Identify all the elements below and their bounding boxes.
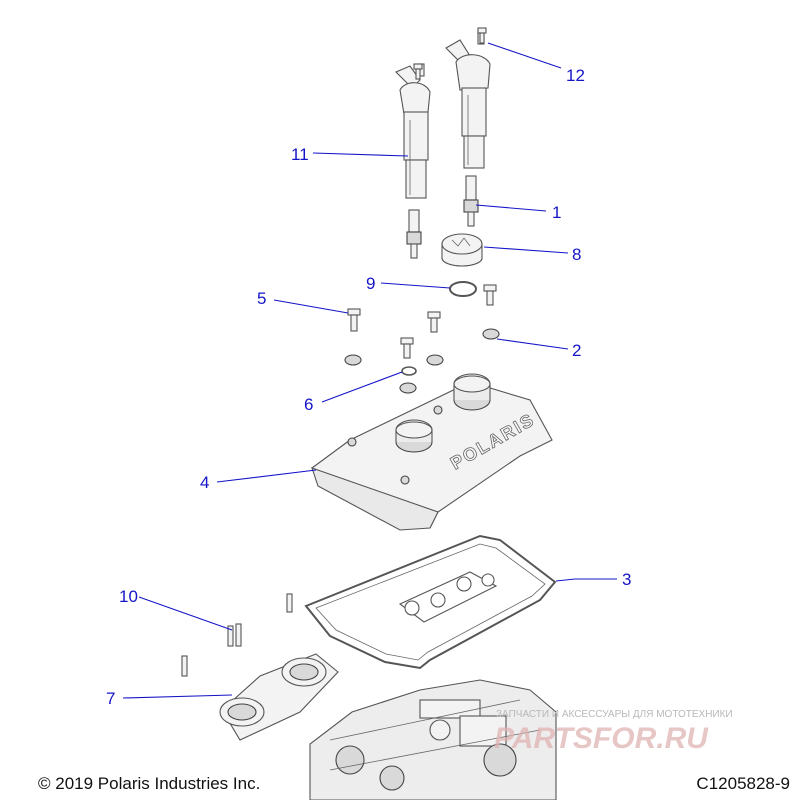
leader-11 (312, 152, 409, 157)
valve-cover: POLARIS (311, 373, 553, 531)
leader-lines (122, 42, 617, 699)
callout-5: 5 (257, 289, 266, 308)
leader-7 (122, 694, 233, 699)
callout-8: 8 (572, 245, 581, 264)
callout-1: 1 (552, 203, 561, 222)
ignition-coil-left (395, 63, 431, 199)
callout-2: 2 (572, 341, 581, 360)
watermark-tagline: ЗАПЧАСТИ И АКСЕССУАРЫ ДЛЯ МОТОТЕХНИКИ (496, 709, 733, 720)
leader-12 (487, 42, 562, 69)
spark-plug-left (406, 209, 422, 259)
spark-plug-gasket (398, 571, 498, 623)
watermark-logo: PARTSFOR.RU (494, 722, 709, 755)
callout-9: 9 (366, 274, 375, 293)
copyright-text: © 2019 Polaris Industries Inc. (38, 774, 261, 793)
callout-11: 11 (291, 145, 309, 164)
callout-10: 10 (119, 587, 138, 606)
callout-3: 3 (622, 570, 631, 589)
diagram-code: C1205828-9 (696, 774, 790, 793)
intake-bolts (181, 593, 293, 677)
callout-labels: 1 2 3 4 5 6 7 8 9 10 11 12 (106, 66, 631, 708)
leader-4 (216, 469, 317, 483)
small-hardware (344, 27, 500, 394)
callout-4: 4 (200, 473, 209, 492)
leader-10 (138, 596, 233, 631)
spark-plug-right (463, 175, 479, 227)
callout-12: 12 (566, 66, 585, 85)
oil-fill-cap (441, 233, 483, 267)
o-ring (449, 281, 477, 297)
intake-boots (219, 653, 339, 741)
cylinder-head (309, 679, 557, 800)
leader-6 (321, 371, 403, 403)
leader-5 (273, 299, 349, 314)
leader-8 (483, 246, 569, 254)
ignition-coil-right (445, 31, 491, 169)
leader-9 (380, 282, 451, 289)
leader-1 (475, 204, 547, 212)
leader-3 (555, 578, 617, 582)
callout-6: 6 (304, 395, 313, 414)
leader-2 (496, 338, 569, 350)
valve-cover-gasket (304, 534, 557, 670)
watermark: ЗАПЧАСТИ И АКСЕССУАРЫ ДЛЯ МОТОТЕХНИКИ PA… (494, 709, 733, 755)
callout-7: 7 (106, 689, 115, 708)
